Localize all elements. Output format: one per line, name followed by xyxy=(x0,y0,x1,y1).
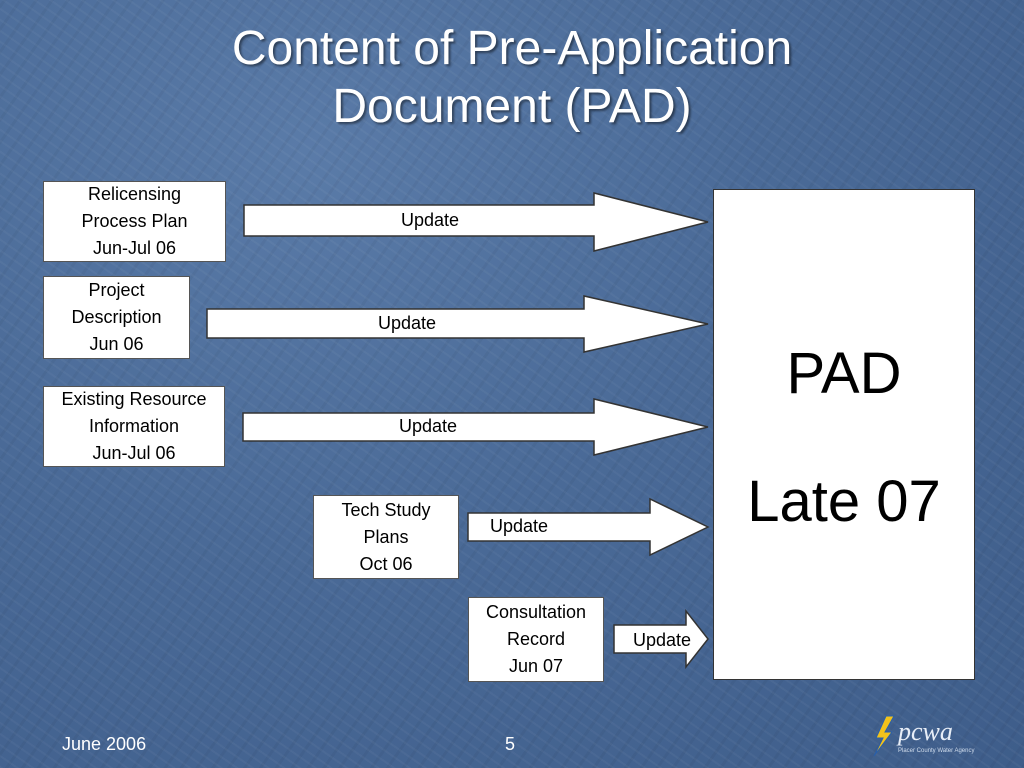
source-box-line: Information xyxy=(88,416,180,436)
slide-title-line1: Content of Pre-Application xyxy=(231,22,793,75)
source-box-line: Process Plan xyxy=(81,211,188,231)
arrow-label: Update xyxy=(398,416,458,436)
source-box-line: Existing Resource xyxy=(61,389,207,409)
source-box-line: Project xyxy=(88,280,145,300)
source-box-line: Jun 07 xyxy=(508,656,564,676)
source-box-line: Relicensing xyxy=(87,184,182,204)
footer-date: June 2006 xyxy=(62,734,147,754)
pad-title: PAD xyxy=(786,341,902,406)
arrow-shape xyxy=(243,192,709,252)
source-box-line: Jun-Jul 06 xyxy=(92,238,177,258)
arrow-label: Update xyxy=(632,630,692,650)
source-box-line: Description xyxy=(71,307,162,327)
slide-title: Content of Pre-Application Document (PAD… xyxy=(0,20,1024,136)
svg-text:pcwa: pcwa xyxy=(896,717,953,746)
source-box-line: Oct 06 xyxy=(359,553,413,574)
arrow-shape xyxy=(242,398,709,456)
source-box-line: Consultation xyxy=(485,602,587,622)
source-box-line: Record xyxy=(506,629,566,649)
arrow-label: Update xyxy=(400,210,460,230)
arrow-shape xyxy=(206,295,709,353)
svg-text:Placer County Water Agency: Placer County Water Agency xyxy=(898,748,974,754)
slide-title-line2: Document (PAD) xyxy=(332,80,692,133)
arrow-label: Update xyxy=(489,516,549,536)
source-box-project-description: Project Description Jun 06 xyxy=(43,276,190,359)
pad-box: PAD Late 07 xyxy=(713,189,975,680)
source-box-tech-study: Tech Study Plans Oct 06 xyxy=(313,495,459,579)
source-box-line: Jun-Jul 06 xyxy=(92,443,176,463)
arrow-label: Update xyxy=(377,313,437,333)
lightning-bolt-icon xyxy=(873,715,895,757)
slide-number: 5 xyxy=(505,734,516,754)
arrow-shape xyxy=(613,608,709,670)
source-box-existing-resource: Existing Resource Information Jun-Jul 06 xyxy=(43,386,225,467)
pcwa-logo: pcwa Placer County Water Agency xyxy=(873,715,974,757)
arrow-shape xyxy=(467,497,710,557)
source-box-line: Plans xyxy=(363,526,409,547)
pad-date: Late 07 xyxy=(747,469,941,534)
source-box-relicensing: Relicensing Process Plan Jun-Jul 06 xyxy=(43,181,226,262)
source-box-line: Jun 06 xyxy=(89,334,144,354)
source-box-line: Tech Study xyxy=(341,499,431,520)
source-box-consultation: Consultation Record Jun 07 xyxy=(468,597,604,682)
